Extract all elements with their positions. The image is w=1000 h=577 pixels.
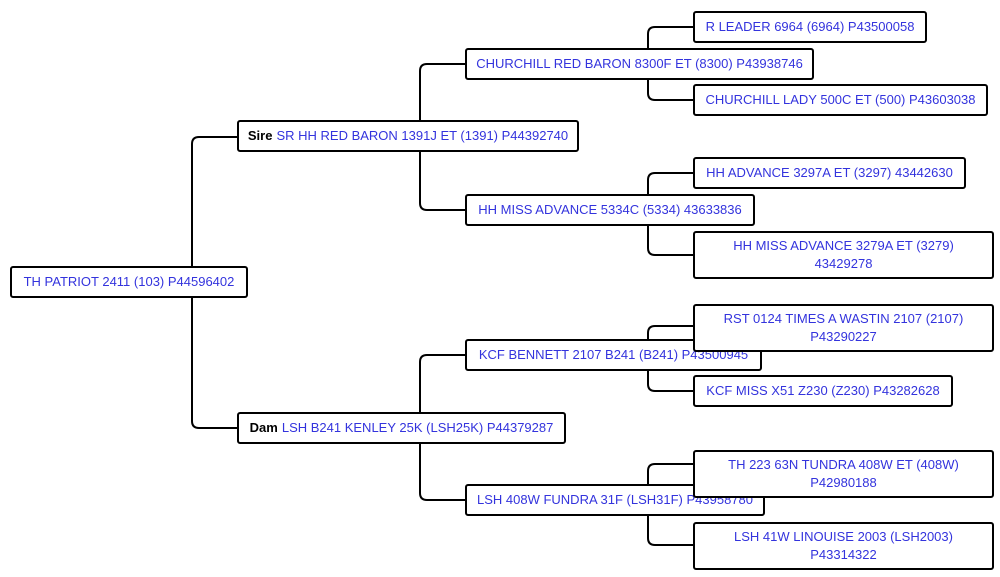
dam-dam-name[interactable]: LSH 408W FUNDRA 31F (LSH31F) P43958780 <box>476 492 753 507</box>
sire-sire-dam-node[interactable]: CHURCHILL LADY 500C ET (500) P43603038 <box>693 84 988 116</box>
dam-dam-sire-name[interactable]: TH 223 63N TUNDRA 408W ET (408W) P429801… <box>728 457 959 490</box>
connector-sire-sire <box>419 63 466 137</box>
sire-dam-name[interactable]: HH MISS ADVANCE 5334C (5334) 43633836 <box>478 202 742 217</box>
sire-dam-sire-node[interactable]: HH ADVANCE 3297A ET (3297) 43442630 <box>693 157 966 189</box>
connector-dam-sire <box>419 354 466 428</box>
sire-sire-dam-name[interactable]: CHURCHILL LADY 500C ET (500) P43603038 <box>705 92 976 107</box>
connector-ss-sire <box>647 26 694 64</box>
dam-dam-sire-node[interactable]: TH 223 63N TUNDRA 408W ET (408W) P429801… <box>693 450 994 498</box>
sire-sire-name[interactable]: CHURCHILL RED BARON 8300F ET (8300) P439… <box>476 56 803 71</box>
dam-name[interactable]: LSH B241 KENLEY 25K (LSH25K) P44379287 <box>281 420 554 435</box>
sire-sire-sire-node[interactable]: R LEADER 6964 (6964) P43500058 <box>693 11 927 43</box>
connector-sd-dam <box>647 210 694 256</box>
dam-dam-dam-node[interactable]: LSH 41W LINOUISE 2003 (LSH2003) P4331432… <box>693 522 994 570</box>
dam-label: Dam <box>249 420 278 435</box>
connector-dam-dam <box>419 428 466 501</box>
dam-dam-dam-name[interactable]: LSH 41W LINOUISE 2003 (LSH2003) P4331432… <box>734 529 953 562</box>
connector-ss-dam <box>647 64 694 101</box>
sire-dam-dam-node[interactable]: HH MISS ADVANCE 3279A ET (3279) 43429278 <box>693 231 994 279</box>
subject-node[interactable]: TH PATRIOT 2411 (103) P44596402 <box>10 266 248 298</box>
connector-sd-sire <box>647 172 694 210</box>
sire-dam-node[interactable]: HH MISS ADVANCE 5334C (5334) 43633836 <box>465 194 755 226</box>
sire-node[interactable]: Sire SR HH RED BARON 1391J ET (1391) P44… <box>237 120 579 152</box>
connector-dd-sire <box>647 463 694 500</box>
connector-sire-dam <box>419 137 466 211</box>
connector-subject-dam <box>191 283 238 429</box>
dam-dam-node[interactable]: LSH 408W FUNDRA 31F (LSH31F) P43958780 <box>465 484 765 516</box>
dam-node[interactable]: Dam LSH B241 KENLEY 25K (LSH25K) P443792… <box>237 412 566 444</box>
sire-dam-sire-name[interactable]: HH ADVANCE 3297A ET (3297) 43442630 <box>706 165 953 180</box>
dam-sire-dam-name[interactable]: KCF MISS X51 Z230 (Z230) P43282628 <box>706 383 940 398</box>
subject-name[interactable]: TH PATRIOT 2411 (103) P44596402 <box>23 274 235 289</box>
sire-dam-dam-name[interactable]: HH MISS ADVANCE 3279A ET (3279) 43429278 <box>733 238 954 271</box>
connector-ds-dam <box>647 355 694 392</box>
dam-sire-sire-node[interactable]: RST 0124 TIMES A WASTIN 2107 (2107) P432… <box>693 304 994 352</box>
sire-sire-node[interactable]: CHURCHILL RED BARON 8300F ET (8300) P439… <box>465 48 814 80</box>
dam-sire-dam-node[interactable]: KCF MISS X51 Z230 (Z230) P43282628 <box>693 375 953 407</box>
sire-label: Sire <box>247 128 273 143</box>
sire-sire-sire-name[interactable]: R LEADER 6964 (6964) P43500058 <box>705 19 915 34</box>
dam-sire-sire-name[interactable]: RST 0124 TIMES A WASTIN 2107 (2107) P432… <box>723 311 964 344</box>
connector-subject-sire <box>191 136 238 283</box>
connector-ds-sire <box>647 325 694 355</box>
dam-sire-name[interactable]: KCF BENNETT 2107 B241 (B241) P43500945 <box>478 347 749 362</box>
sire-name[interactable]: SR HH RED BARON 1391J ET (1391) P4439274… <box>276 128 569 143</box>
connector-dd-dam <box>647 500 694 546</box>
